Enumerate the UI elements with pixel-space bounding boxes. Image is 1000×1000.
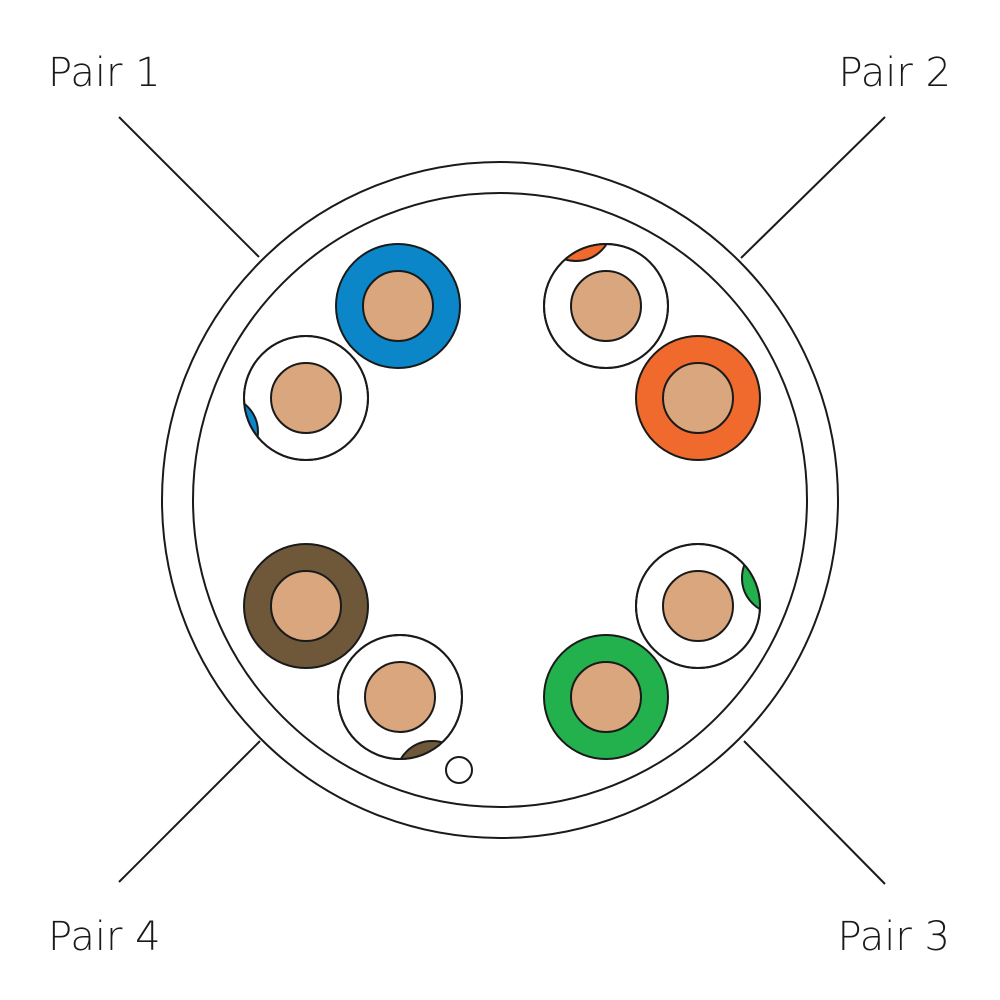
pair-4-stripe bbox=[395, 740, 462, 759]
pair-3-solid-conductor bbox=[570, 661, 642, 733]
pair-2-white-conductor bbox=[570, 270, 642, 342]
label-pair-1: Pair 1 bbox=[48, 50, 161, 96]
leader-line-pair-2 bbox=[740, 116, 886, 259]
label-pair-3: Pair 3 bbox=[837, 914, 950, 960]
leader-line-pair-3 bbox=[743, 740, 886, 885]
pair-3-white-wire-outline bbox=[635, 543, 761, 669]
pair-4-solid-conductor bbox=[270, 570, 342, 642]
pair-1-white-wire-outline bbox=[243, 335, 369, 461]
label-pair-2: Pair 2 bbox=[838, 50, 951, 96]
pair-2-solid-conductor bbox=[662, 362, 734, 434]
pair-4-white-wire-outline bbox=[337, 634, 463, 760]
pair-4-group bbox=[243, 543, 463, 760]
leader-line-pair-4 bbox=[118, 740, 261, 883]
pair-1-white-conductor bbox=[270, 362, 342, 434]
pair-1-stripe bbox=[244, 395, 259, 460]
inner-jacket bbox=[192, 192, 808, 808]
label-pair-4: Pair 4 bbox=[48, 914, 161, 960]
pair-3-group bbox=[543, 543, 761, 760]
pair-2-white-wire-outline bbox=[543, 243, 669, 369]
pair-4-white-conductor bbox=[364, 661, 436, 733]
ripcord bbox=[445, 756, 473, 784]
pair-1-group bbox=[243, 243, 461, 461]
pair-3-white-conductor bbox=[662, 570, 734, 642]
pair-1-solid-conductor bbox=[362, 270, 434, 342]
pair-2-group bbox=[543, 243, 761, 461]
pair-2-stripe bbox=[544, 244, 613, 262]
leader-line-pair-1 bbox=[118, 116, 260, 258]
pair-3-stripe bbox=[741, 544, 760, 615]
